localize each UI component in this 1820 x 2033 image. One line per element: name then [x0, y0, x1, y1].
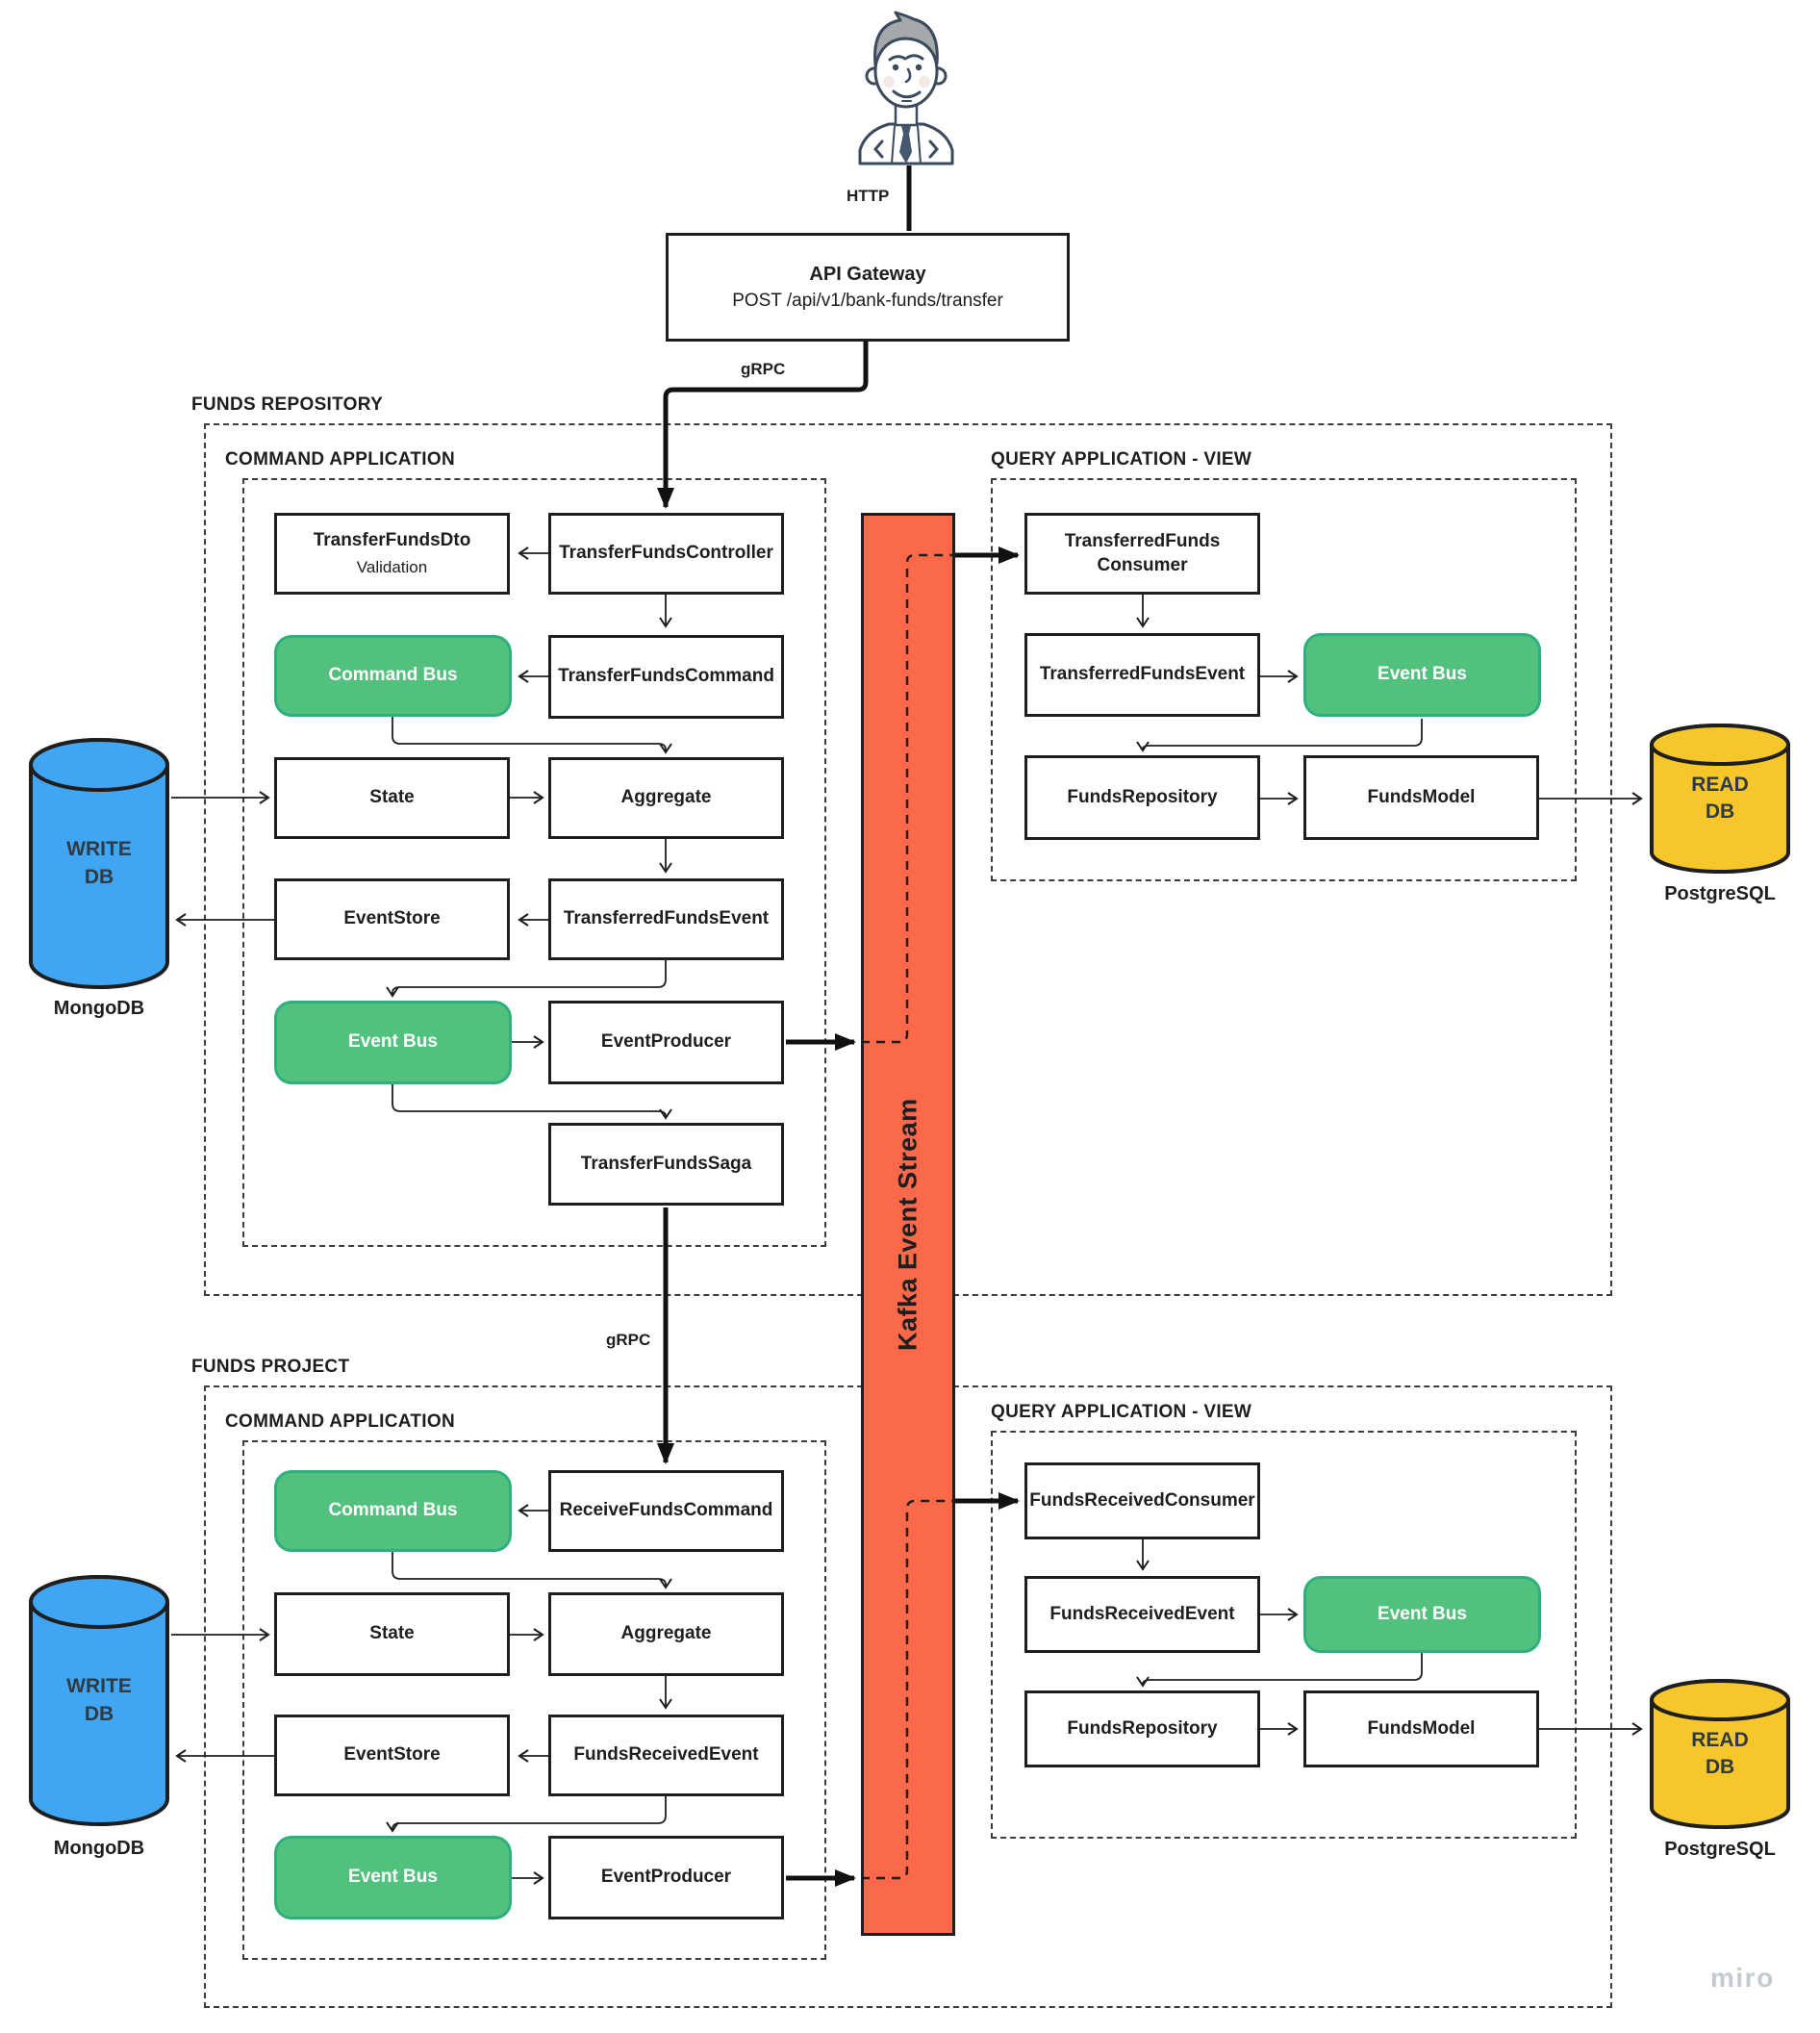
- api-gateway-endpoint: POST /api/v1/bank-funds/transfer: [732, 290, 1003, 311]
- read-db-engine-top: PostgreSQL: [1664, 883, 1776, 904]
- node-receive-funds-command: ReceiveFundsCommand: [548, 1470, 784, 1552]
- write-db-engine-bottom: MongoDB: [53, 1838, 145, 1859]
- node-transferred-funds-event-query: TransferredFundsEvent: [1024, 633, 1260, 717]
- node-funds-model-top: FundsModel: [1303, 755, 1539, 840]
- database-cylinder-icon: [1650, 1679, 1790, 1829]
- node-event-bus-query-bottom: Event Bus: [1303, 1576, 1541, 1653]
- database-cylinder-icon: [29, 738, 169, 989]
- write-db-engine-top: MongoDB: [53, 998, 145, 1019]
- zone-title-funds-repository: FUNDS REPOSITORY: [191, 394, 384, 415]
- database-cylinder-icon: [29, 1575, 169, 1826]
- node-transfer-funds-controller: TransferFundsController: [548, 513, 784, 595]
- grpc-label-middle: gRPC: [606, 1331, 651, 1349]
- http-label: HTTP: [847, 187, 890, 205]
- node-event-bus-query-top: Event Bus: [1303, 633, 1541, 717]
- api-gateway-node: API Gateway POST /api/v1/bank-funds/tran…: [666, 233, 1070, 342]
- node-funds-repository-bottom: FundsRepository: [1024, 1690, 1260, 1767]
- api-gateway-title: API Gateway: [809, 263, 926, 285]
- node-funds-received-event-query: FundsReceivedEvent: [1024, 1576, 1260, 1653]
- node-event-producer-bottom: EventProducer: [548, 1836, 784, 1919]
- zone-title-query-application-bottom: QUERY APPLICATION - VIEW: [991, 1402, 1252, 1422]
- read-db-engine-bottom: PostgreSQL: [1664, 1839, 1776, 1860]
- node-event-bus-cmd-top: Event Bus: [274, 1001, 512, 1084]
- read-db-cylinder-top: READ DB: [1648, 722, 1792, 876]
- node-event-store-top: EventStore: [274, 878, 510, 960]
- kafka-event-stream-label: Kafka Event Stream: [893, 1098, 923, 1351]
- node-aggregate-top: Aggregate: [548, 757, 784, 839]
- node-command-bus-bottom: Command Bus: [274, 1470, 512, 1552]
- node-transfer-funds-dto: TransferFundsDto Validation: [274, 513, 510, 595]
- node-transfer-funds-command: TransferFundsCommand: [548, 635, 784, 719]
- zone-command-application-top: COMMAND APPLICATION: [225, 449, 826, 1247]
- node-funds-model-bottom: FundsModel: [1303, 1690, 1539, 1767]
- grpc-label-top: gRPC: [741, 360, 786, 378]
- read-db-cylinder-bottom: READ DB: [1648, 1677, 1792, 1831]
- user-avatar-icon: [858, 11, 954, 165]
- node-event-producer-top: EventProducer: [548, 1001, 784, 1084]
- zone-title-command-application-bottom: COMMAND APPLICATION: [225, 1411, 455, 1432]
- node-transfer-funds-saga: TransferFundsSaga: [548, 1123, 784, 1206]
- node-funds-repository-top: FundsRepository: [1024, 755, 1260, 840]
- node-event-bus-cmd-bottom: Event Bus: [274, 1836, 512, 1919]
- miro-watermark: miro: [1710, 1963, 1775, 1993]
- database-cylinder-icon: [1650, 724, 1790, 874]
- node-state-bottom: State: [274, 1592, 510, 1676]
- zone-query-application-bottom: QUERY APPLICATION - VIEW: [991, 1402, 1577, 1839]
- write-db-cylinder-bottom: WRITE DB: [27, 1573, 171, 1828]
- node-event-store-bottom: EventStore: [274, 1715, 510, 1796]
- node-aggregate-bottom: Aggregate: [548, 1592, 784, 1676]
- zone-query-application-top: QUERY APPLICATION - VIEW: [991, 449, 1577, 881]
- zone-command-application-bottom: COMMAND APPLICATION: [225, 1411, 826, 1960]
- zone-title-query-application-top: QUERY APPLICATION - VIEW: [991, 449, 1252, 470]
- node-transferred-funds-consumer: TransferredFunds Consumer: [1024, 513, 1260, 595]
- zone-title-funds-project: FUNDS PROJECT: [191, 1357, 350, 1377]
- node-transferred-funds-event: TransferredFundsEvent: [548, 878, 784, 960]
- zone-title-command-application-top: COMMAND APPLICATION: [225, 449, 455, 470]
- kafka-event-stream-bar: Kafka Event Stream: [861, 513, 955, 1936]
- node-command-bus-top: Command Bus: [274, 635, 512, 717]
- node-funds-received-event: FundsReceivedEvent: [548, 1715, 784, 1796]
- write-db-cylinder-top: WRITE DB: [27, 736, 171, 991]
- node-state-top: State: [274, 757, 510, 839]
- node-funds-received-consumer: FundsReceivedConsumer: [1024, 1462, 1260, 1539]
